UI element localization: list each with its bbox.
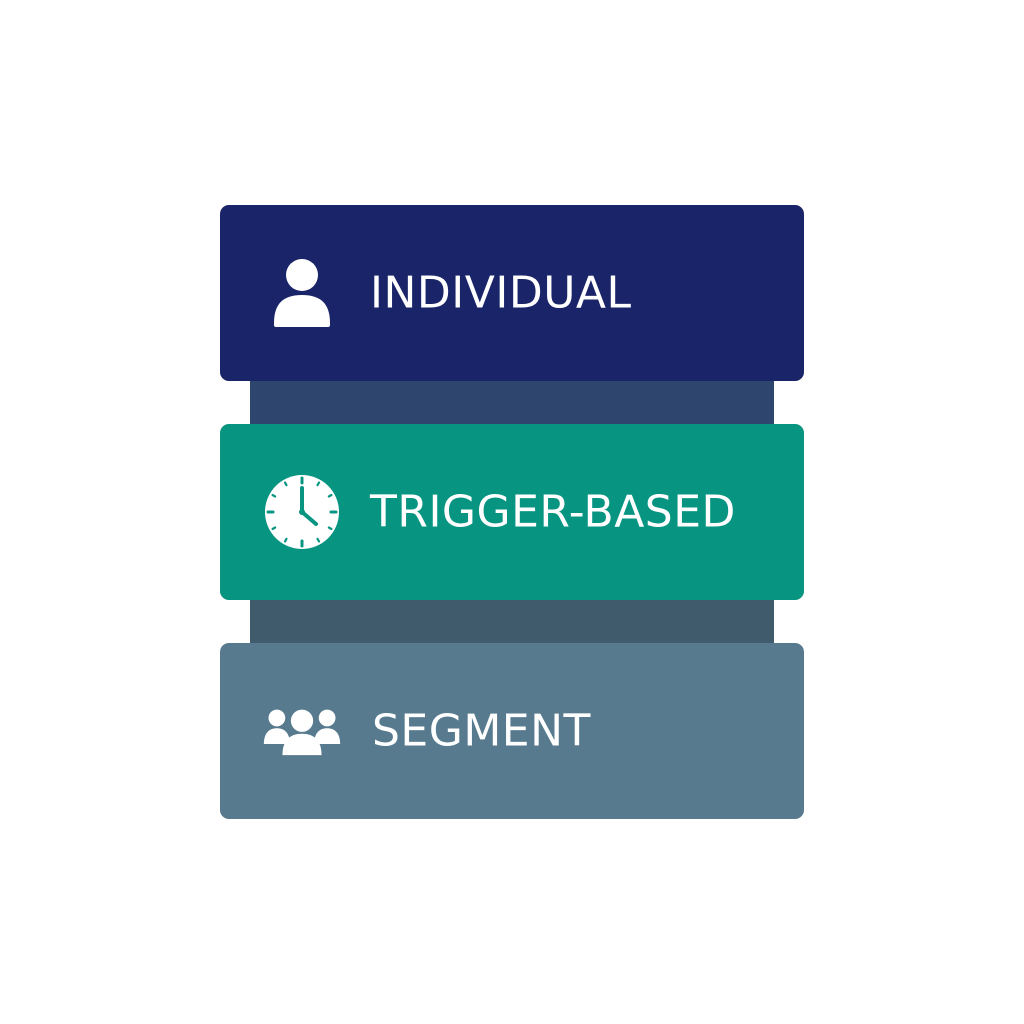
connector-individual-trigger: [250, 378, 774, 424]
person-icon: [262, 253, 342, 333]
clock-tick: [271, 526, 277, 531]
clock-tick: [283, 481, 288, 487]
layer-label-segment: SEGMENT: [372, 705, 591, 757]
clock-tick: [316, 537, 321, 543]
clock-tick: [283, 537, 288, 543]
connector-trigger-segment: [250, 598, 774, 644]
layer-label-trigger-based: TRIGGER-BASED: [370, 486, 736, 538]
clock-tick: [316, 481, 321, 487]
clock-icon: [262, 472, 342, 552]
layer-label-individual: INDIVIDUAL: [370, 267, 632, 319]
layer-individual: INDIVIDUAL: [220, 205, 804, 381]
clock-tick: [327, 526, 333, 531]
layer-segment: SEGMENT: [220, 643, 804, 819]
clock-tick: [271, 493, 277, 498]
clock-tick: [327, 493, 333, 498]
group-icon: [262, 691, 342, 771]
layer-trigger-based: TRIGGER-BASED: [220, 424, 804, 600]
